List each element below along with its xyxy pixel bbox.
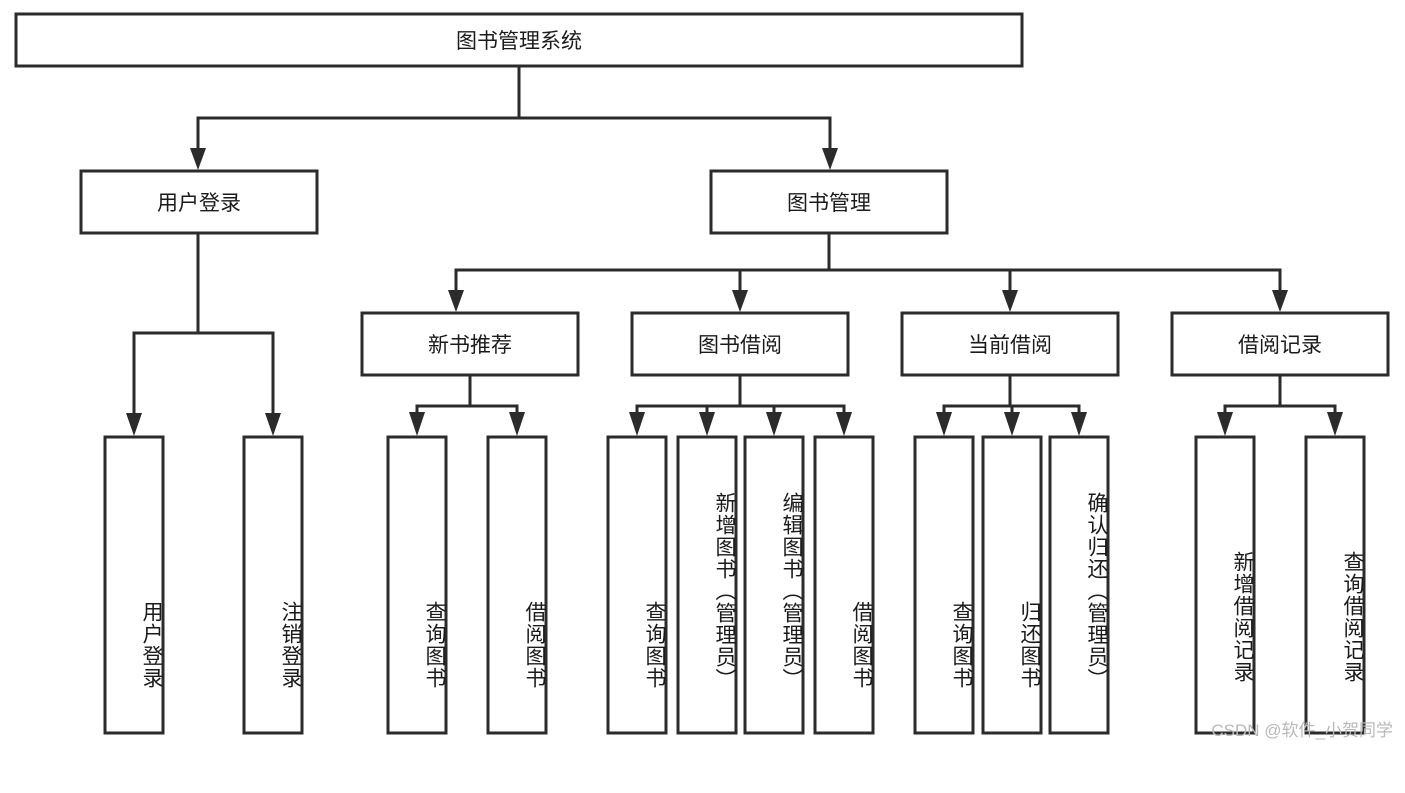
nodes-layer bbox=[14, 12, 1390, 735]
node-leaf-query-record[interactable] bbox=[1304, 435, 1366, 735]
arrow-current-borrow bbox=[1002, 290, 1018, 312]
arrow-leaf-query-book-rec bbox=[409, 412, 425, 436]
arrow-leaf-user-login bbox=[126, 413, 142, 436]
node-book-manage[interactable] bbox=[709, 169, 949, 235]
watermark-text: CSDN @软件_小贺同学 bbox=[1211, 721, 1393, 740]
arrow-leaf-query-record bbox=[1327, 412, 1343, 436]
arrow-leaf-query-book-cb bbox=[936, 412, 952, 436]
node-leaf-add-record[interactable] bbox=[1194, 435, 1256, 735]
node-current-borrow[interactable] bbox=[900, 311, 1120, 377]
node-leaf-query-book-cb[interactable] bbox=[913, 435, 975, 735]
arrow-leaf-confirm-return bbox=[1071, 412, 1087, 436]
node-leaf-borrow-book-bb[interactable] bbox=[813, 435, 875, 735]
arrow-new-book-rec bbox=[448, 290, 464, 312]
arrow-leaf-borrow-book-bb bbox=[836, 412, 852, 436]
node-new-book-rec[interactable] bbox=[360, 311, 580, 377]
arrow-user-login bbox=[190, 148, 206, 170]
node-leaf-edit-book[interactable] bbox=[743, 435, 805, 735]
arrow-leaf-edit-book bbox=[766, 412, 782, 436]
arrow-leaf-logout bbox=[265, 413, 281, 436]
node-leaf-query-book-bb[interactable] bbox=[606, 435, 668, 735]
node-leaf-user-login[interactable] bbox=[103, 435, 165, 735]
node-leaf-return-book[interactable] bbox=[981, 435, 1043, 735]
flowchart-svg bbox=[14, 12, 1390, 735]
arrow-leaf-query-book-bb bbox=[629, 412, 645, 436]
arrow-leaf-add-record bbox=[1217, 412, 1233, 436]
arrow-leaf-return-book bbox=[1004, 412, 1020, 436]
node-leaf-add-book[interactable] bbox=[676, 435, 738, 735]
arrow-book-borrow bbox=[732, 290, 748, 312]
node-leaf-logout[interactable] bbox=[242, 435, 304, 735]
arrow-leaf-borrow-book-rec bbox=[509, 412, 525, 436]
node-leaf-borrow-book-rec[interactable] bbox=[486, 435, 548, 735]
edges-layer bbox=[126, 64, 1343, 436]
node-leaf-confirm-return[interactable] bbox=[1048, 435, 1110, 735]
node-root[interactable] bbox=[14, 12, 1024, 68]
arrow-book-manage bbox=[822, 148, 838, 170]
node-user-login[interactable] bbox=[79, 169, 319, 235]
node-leaf-query-book-rec[interactable] bbox=[386, 435, 448, 735]
arrow-borrow-record bbox=[1272, 290, 1288, 312]
arrow-leaf-add-book bbox=[699, 412, 715, 436]
node-book-borrow[interactable] bbox=[630, 311, 850, 377]
diagram-canvas: 图书管理系统 用户登录 图书管理 新书推荐 图书借阅 当前借阅 借阅记录 用户登… bbox=[14, 12, 1393, 740]
node-borrow-record[interactable] bbox=[1170, 311, 1390, 377]
